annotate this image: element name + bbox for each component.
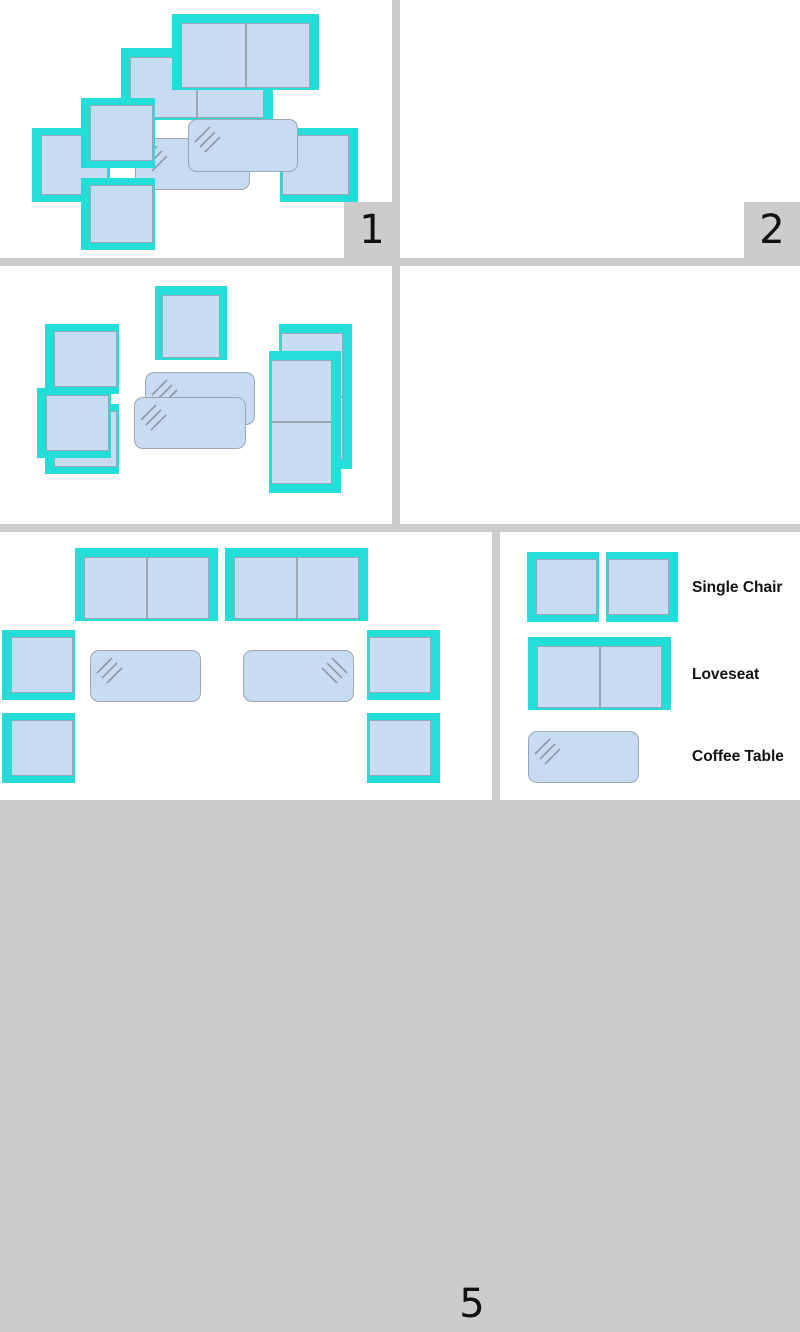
coffee-table[interactable] — [134, 397, 246, 449]
cushion — [90, 185, 153, 243]
cushion — [162, 295, 220, 358]
cushion — [234, 557, 297, 619]
cushion — [296, 557, 359, 619]
legend-coffee-table — [528, 731, 639, 783]
cushion — [11, 637, 73, 693]
loveseat[interactable] — [75, 548, 218, 621]
loveseat[interactable] — [172, 14, 319, 90]
panel-number-badge: 1 — [344, 202, 400, 258]
cushion — [46, 395, 109, 451]
cushion — [599, 646, 662, 708]
panel-number-badge: 5 — [444, 1276, 500, 1332]
single-chair[interactable] — [81, 178, 155, 250]
cushion — [536, 559, 597, 615]
loveseat-cushion-right — [296, 548, 368, 621]
loveseat[interactable] — [225, 548, 368, 621]
cushion — [146, 557, 209, 619]
single-chair[interactable] — [37, 388, 111, 458]
cushion — [271, 360, 332, 422]
legend-label-loveseat: Loveseat — [692, 666, 760, 683]
single-chair[interactable] — [45, 324, 119, 394]
single-chair[interactable] — [81, 98, 155, 168]
coffee-table[interactable] — [188, 119, 298, 172]
cushion — [11, 720, 73, 776]
legend-single-chair-right — [606, 552, 678, 622]
cushion — [90, 105, 153, 161]
loveseat-cushion-left — [172, 14, 246, 90]
layout-panel-4[interactable]: 4 — [400, 266, 800, 790]
cushion — [245, 23, 310, 88]
coffee-table[interactable] — [90, 650, 201, 702]
single-chair[interactable] — [367, 630, 440, 700]
table-hatch-icon — [321, 657, 348, 684]
single-chair[interactable] — [2, 630, 75, 700]
loveseat-cushion-top — [269, 351, 341, 422]
cushion — [608, 559, 669, 615]
loveseat-cushion-bottom — [269, 422, 341, 493]
legend-single-chair-left — [527, 552, 599, 622]
table-hatch-icon — [96, 657, 123, 684]
table-hatch-icon — [534, 738, 561, 765]
cushion — [84, 557, 147, 619]
cushion — [537, 646, 600, 708]
legend-label-coffee-table: Coffee Table — [692, 748, 784, 765]
table-hatch-icon — [194, 126, 221, 153]
loveseat-cushion-left — [225, 548, 297, 621]
single-chair[interactable] — [2, 713, 75, 783]
loveseat[interactable] — [269, 351, 341, 493]
loveseat-cushion-right — [599, 637, 671, 710]
cushion — [369, 720, 431, 776]
legend-loveseat — [528, 637, 671, 710]
loveseat-cushion-left — [75, 548, 147, 621]
table-hatch-icon — [140, 404, 167, 431]
cushion — [181, 23, 246, 88]
layout-panel-2[interactable]: 2 — [400, 0, 800, 258]
loveseat-cushion-right — [245, 14, 319, 90]
cushion — [54, 331, 117, 387]
coffee-table[interactable] — [243, 650, 354, 702]
legend-label-single-chair: Single Chair — [692, 579, 783, 596]
loveseat-cushion-left — [528, 637, 600, 710]
panel-number-badge: 2 — [744, 202, 800, 258]
single-chair[interactable] — [155, 286, 227, 360]
cushion — [369, 637, 431, 693]
single-chair[interactable] — [367, 713, 440, 783]
loveseat-cushion-right — [146, 548, 218, 621]
cushion — [271, 422, 332, 484]
